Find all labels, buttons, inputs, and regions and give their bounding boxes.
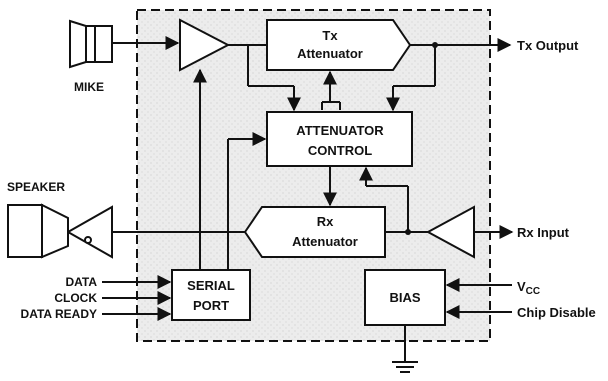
- rx-attenuator: [243, 206, 386, 258]
- tx-attenuator-label-2: Attenuator: [297, 46, 363, 61]
- serial-port-label-1: SERIAL: [187, 278, 235, 293]
- microphone-icon: [69, 19, 113, 69]
- rx-input-label: Rx Input: [517, 225, 570, 240]
- chip-disable-label: Chip Disable: [517, 305, 596, 320]
- speaker-label: SPEAKER: [7, 180, 65, 194]
- tx-output-label: Tx Output: [517, 38, 579, 53]
- ground-icon: [392, 325, 418, 373]
- vcc-label: VCC: [517, 279, 540, 297]
- attenuator-control-label-2: CONTROL: [308, 143, 372, 158]
- rx-attenuator-label-1: Rx: [317, 214, 334, 229]
- clock-label: CLOCK: [54, 291, 97, 305]
- tx-attenuator-label-1: Tx: [322, 28, 338, 43]
- rx-attenuator-label-2: Attenuator: [292, 234, 358, 249]
- data-ready-label: DATA READY: [21, 307, 97, 321]
- attenuator-control-label-1: ATTENUATOR: [296, 123, 384, 138]
- rx-node: [405, 229, 411, 235]
- serial-port: [171, 269, 251, 321]
- attenuator-control: [266, 111, 413, 167]
- mic-amplifier: [179, 18, 231, 72]
- speaker-icon: [7, 203, 69, 259]
- speaker-amplifier: [65, 205, 113, 259]
- tx-attenuator: [266, 19, 412, 71]
- serial-port-label-2: PORT: [193, 298, 229, 313]
- data-label: DATA: [65, 275, 97, 289]
- mike-label: MIKE: [74, 80, 104, 94]
- bias-label: BIAS: [389, 290, 420, 305]
